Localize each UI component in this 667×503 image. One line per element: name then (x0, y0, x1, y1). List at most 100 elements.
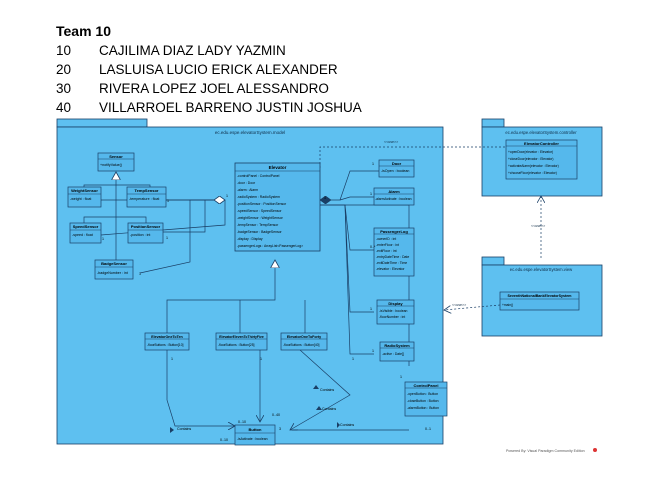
class-attr: -openButton : Button (407, 392, 438, 396)
direction-arrow-icon (316, 406, 322, 410)
class-attr: -alarmButton : Button (407, 406, 439, 410)
class-elevator-one-to-ten[interactable]: ElevatorOneToTen -floorButtons : Button[… (144, 332, 190, 351)
class-name: ElevatorController (524, 141, 559, 146)
class-attr: -exitFloor : int (376, 249, 397, 253)
class-attr: -badgeNumber : int (97, 271, 128, 275)
multiplicity: 1 (139, 272, 141, 276)
class-position-sensor[interactable]: PositionSensor -position : int (127, 222, 164, 244)
package-controller-label: ec.edu.espe.elevatorSystem.controller (505, 130, 577, 135)
multiplicity: 1 (167, 199, 169, 203)
class-attr: -alarmActivate : boolean (375, 197, 412, 201)
class-attr: -display : Display (237, 237, 263, 241)
multiplicity: 1 (166, 236, 168, 240)
multiplicity: 1 (372, 162, 374, 166)
class-name: Door (392, 161, 402, 166)
contains-label: Contains (322, 407, 336, 411)
class-display[interactable]: Display -isVisible : boolean -floorNumbe… (376, 299, 415, 325)
class-seventh-national-bank[interactable]: SeventhNationalBankElevatorSystem +main(… (499, 291, 580, 311)
class-name: SpeedSensor (73, 224, 99, 229)
class-attr: -controlPanel : ControlPanel (237, 174, 280, 178)
class-elevator[interactable]: Elevator -controlPanel : ControlPanel -d… (234, 162, 321, 252)
class-attr: -isOpen : boolean (381, 169, 409, 173)
multiplicity: 1 (260, 357, 262, 361)
member-name: RIVERA LOPEZ JOEL ALESSANDRO (99, 81, 329, 96)
team-member: 40 VILLARROEL BARRENO JUSTIN JOSHUA (56, 98, 362, 117)
class-badge-sensor[interactable]: BadgeSensor -badgeNumber : int (94, 259, 134, 280)
class-attr: -enterFloor : int (376, 243, 399, 247)
class-op: +closeDoor(elevator : Elevator) (508, 157, 554, 161)
class-attr: -floorButtons : Button[40] (283, 343, 320, 347)
class-control-panel[interactable]: ControlPanel -openButton : Button -close… (404, 381, 448, 417)
class-speed-sensor[interactable]: SpeedSensor -speed : float (69, 222, 102, 244)
class-attr: -floorButtons : Button[25] (218, 343, 255, 347)
class-elevator-one-to-forty[interactable]: ElevatorOneToForty -floorButtons : Butto… (280, 332, 328, 351)
member-number: 20 (56, 62, 72, 77)
class-temp-sensor[interactable]: TempSensor -temperature : float (126, 186, 167, 208)
multiplicity: 0..1 (425, 427, 431, 431)
class-sensor[interactable]: Sensor +notifyValue() (97, 152, 135, 172)
class-attr: -weight : float (70, 197, 91, 201)
class-radio-system[interactable]: RadioSystem -active : Date[] (379, 341, 415, 362)
class-button[interactable]: Button -isActivate : boolean (234, 424, 276, 446)
team-title: Team 10 (56, 23, 111, 39)
class-door[interactable]: Door -isOpen : boolean (378, 159, 415, 178)
class-attr: -tempSensor : TempSensor (237, 223, 279, 227)
class-attr: -closeButton : Button (407, 399, 439, 403)
class-name: Button (249, 427, 262, 432)
multiplicity: 0..40 (272, 413, 280, 417)
class-attr: -door : Door (237, 181, 256, 185)
class-elevator-eleven-to-thirty-five[interactable]: ElevatorElevenToThirtyFive -floorButtons… (215, 332, 268, 351)
class-name: RadioSystem (384, 343, 410, 348)
class-name: ElevatorElevenToThirtyFive (219, 335, 264, 339)
class-name: Elevator (269, 165, 287, 170)
multiplicity: 1 (370, 307, 372, 311)
class-attr: -speedSensor : SpeedSensor (237, 209, 282, 213)
multiplicity: 1 (370, 192, 372, 196)
class-name: Sensor (109, 154, 123, 159)
class-attr: -temperature : float (129, 197, 159, 201)
class-attr: -positionSensor : PositionSensor (237, 202, 287, 206)
class-elevator-controller[interactable]: ElevatorController +openDoor(elevator : … (505, 139, 578, 180)
multiplicity: 3 (279, 427, 281, 431)
class-attr: -ownerID : int (376, 237, 396, 241)
class-name: SeventhNationalBankElevatorSystem (508, 294, 572, 298)
class-weight-sensor[interactable]: WeightSensor -weight : float (67, 186, 102, 208)
class-name: BadgeSensor (101, 261, 127, 266)
use-label: <<use>> (531, 224, 545, 228)
package-model-label: ec.edu.espe.elevatorSystem.model (215, 130, 285, 135)
class-passenger-log[interactable]: PassengerLog -ownerID : int -enterFloor … (373, 227, 415, 277)
member-number: 30 (56, 81, 72, 96)
class-attr: -isActivate : boolean (237, 437, 268, 441)
class-op: +main() (502, 303, 513, 307)
vp-logo-icon (593, 448, 597, 452)
use-label: <<use>> (384, 140, 398, 144)
contains-label: Contains (320, 388, 334, 392)
multiplicity: 1 (171, 357, 173, 361)
package-view-label: ec.edu.espe.elevatorSystem.view (510, 267, 573, 272)
multiplicity: 1 (324, 196, 326, 200)
class-attr: -isVisible : boolean (379, 309, 408, 313)
member-number: 10 (56, 43, 72, 58)
member-name: VILLARROEL BARRENO JUSTIN JOSHUA (99, 100, 362, 115)
class-op: +notifyValue() (100, 163, 122, 167)
multiplicity: 1 (226, 194, 228, 198)
class-op: +openDoor(elevator : Elevator) (508, 150, 553, 154)
direction-arrow-icon (337, 422, 340, 428)
class-name: Alarm (388, 189, 400, 194)
use-label: <<use>> (452, 303, 466, 307)
direction-arrow-icon (313, 385, 319, 389)
multiplicity: 0..10 (238, 420, 246, 424)
class-alarm[interactable]: Alarm -alarmActivate : boolean (373, 187, 415, 206)
class-attr: -active : Date[] (382, 352, 404, 356)
class-name: ElevatorOneToTen (151, 335, 182, 339)
multiplicity: 0..* (370, 245, 376, 249)
member-number: 40 (56, 100, 72, 115)
contains-label: Contains (340, 423, 354, 427)
class-name: PositionSensor (131, 224, 161, 229)
class-attr: -entryDateTime : Date (376, 255, 409, 259)
class-op: +activateAlarm(elevator : Elevator) (508, 164, 559, 168)
class-name: WeightSensor (71, 188, 98, 193)
